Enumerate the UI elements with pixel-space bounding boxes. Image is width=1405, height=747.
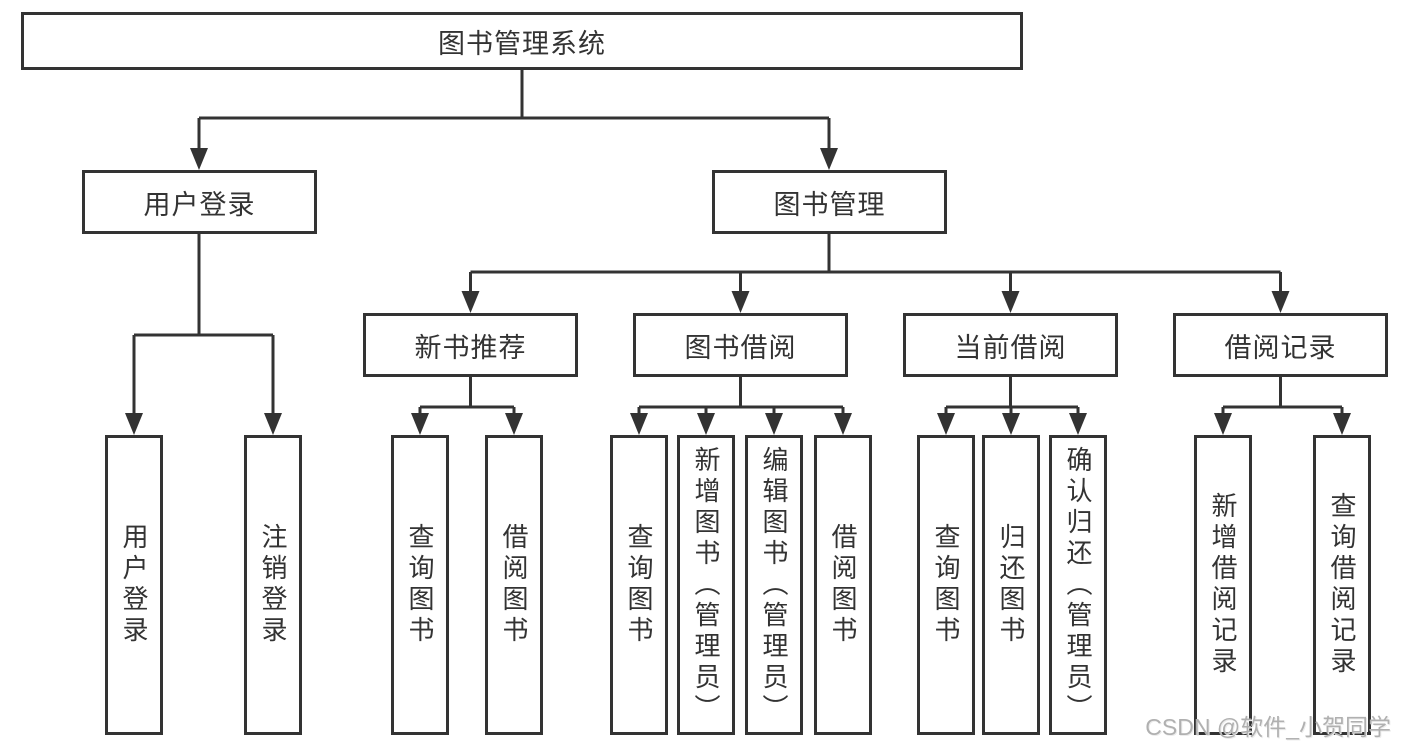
leaf-add-borrow-record: 新增借阅记录: [1194, 435, 1252, 735]
leaf-label: 查询图书: [624, 523, 654, 647]
leaf-edit-book-admin: 编辑图书（管理员）: [745, 435, 803, 735]
leaf-query-books-borrow: 查询图书: [610, 435, 668, 735]
leaf-label: 注销登录: [258, 523, 288, 647]
node-label: 新书推荐: [414, 332, 527, 363]
node-current-borrow: 当前借阅: [903, 313, 1118, 377]
leaf-label: 新增图书（管理员）: [691, 445, 721, 725]
node-borrow-records: 借阅记录: [1173, 313, 1388, 377]
leaf-add-book-admin: 新增图书（管理员）: [677, 435, 735, 735]
leaf-borrow-books-recommend: 借阅图书: [485, 435, 543, 735]
node-label: 借阅记录: [1224, 332, 1337, 363]
leaf-confirm-return-admin: 确认归还（管理员）: [1049, 435, 1107, 735]
leaf-return-book: 归还图书: [982, 435, 1040, 735]
leaf-label: 新增借阅记录: [1208, 492, 1238, 678]
node-book-borrow: 图书借阅: [633, 313, 848, 377]
leaf-label: 编辑图书（管理员）: [759, 445, 789, 725]
leaf-label: 查询借阅记录: [1327, 492, 1357, 678]
leaf-label: 确认归还（管理员）: [1063, 445, 1093, 725]
node-label: 用户登录: [143, 189, 256, 220]
node-user-login: 用户登录: [82, 170, 317, 234]
leaf-label: 用户登录: [119, 523, 149, 647]
arrowheads: [125, 148, 1351, 435]
leaf-user-login: 用户登录: [105, 435, 163, 735]
node-label: 当前借阅: [954, 332, 1067, 363]
leaf-label: 借阅图书: [828, 523, 858, 647]
leaf-query-books-current: 查询图书: [917, 435, 975, 735]
node-label: 图书借阅: [684, 332, 797, 363]
node-label: 图书管理: [773, 189, 886, 220]
node-root-system: 图书管理系统: [21, 12, 1023, 70]
leaf-label: 查询图书: [405, 523, 435, 647]
leaf-query-borrow-record: 查询借阅记录: [1313, 435, 1371, 735]
leaf-label: 借阅图书: [499, 523, 529, 647]
node-new-book-recommend: 新书推荐: [363, 313, 578, 377]
node-book-management: 图书管理: [712, 170, 947, 234]
leaf-label: 归还图书: [996, 523, 1026, 647]
leaf-label: 查询图书: [931, 523, 961, 647]
node-label: 图书管理系统: [438, 28, 606, 59]
leaf-query-books-recommend: 查询图书: [391, 435, 449, 735]
leaf-borrow-books: 借阅图书: [814, 435, 872, 735]
leaf-logout: 注销登录: [244, 435, 302, 735]
